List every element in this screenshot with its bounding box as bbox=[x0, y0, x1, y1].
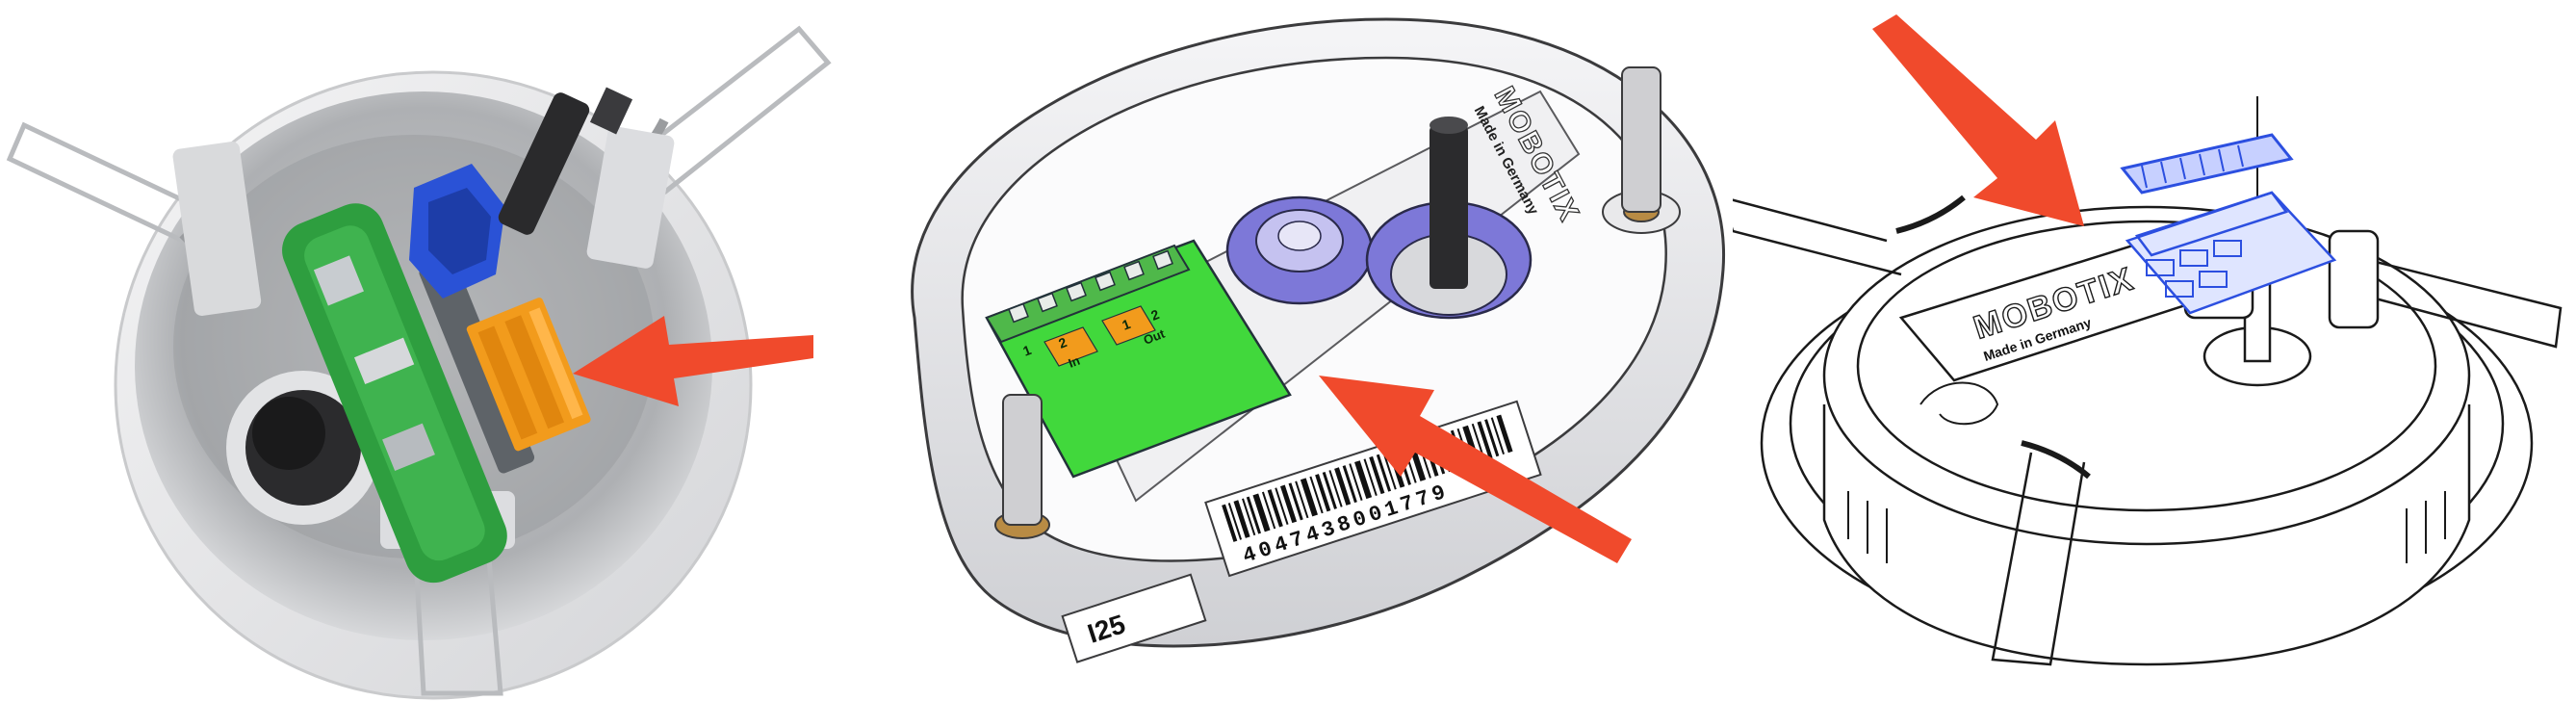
spring-clip-left bbox=[1733, 195, 1966, 276]
housing-top-render: 1 2 In 1 2 Out MOBOTIX Made in Germany bbox=[847, 0, 1733, 701]
focus-post bbox=[1365, 117, 1533, 320]
purple-cable-clip bbox=[1225, 195, 1374, 305]
arrow-indicator bbox=[573, 316, 813, 406]
housing-line-drawing: MOBOTIX Made in Germany bbox=[1733, 0, 2576, 701]
housing-cutaway-photo bbox=[0, 0, 847, 701]
black-focus-post bbox=[498, 87, 633, 235]
arrow-indicator bbox=[1872, 14, 2084, 226]
arrow-indicator bbox=[1319, 376, 1632, 563]
spring-clip-bottom bbox=[1991, 440, 2091, 666]
highlighted-terminal-block bbox=[2120, 133, 2337, 315]
orange-terminal-block bbox=[466, 298, 591, 452]
terminal-label-in: In bbox=[1067, 353, 1082, 371]
blue-bracket bbox=[409, 164, 505, 299]
microphone-opening bbox=[226, 371, 380, 525]
green-terminal-board: 1 2 In 1 2 Out bbox=[985, 239, 1292, 479]
wall-plug-right bbox=[1602, 66, 1681, 234]
model-label: I25 bbox=[1061, 573, 1207, 663]
wall-plug-left bbox=[994, 394, 1050, 539]
